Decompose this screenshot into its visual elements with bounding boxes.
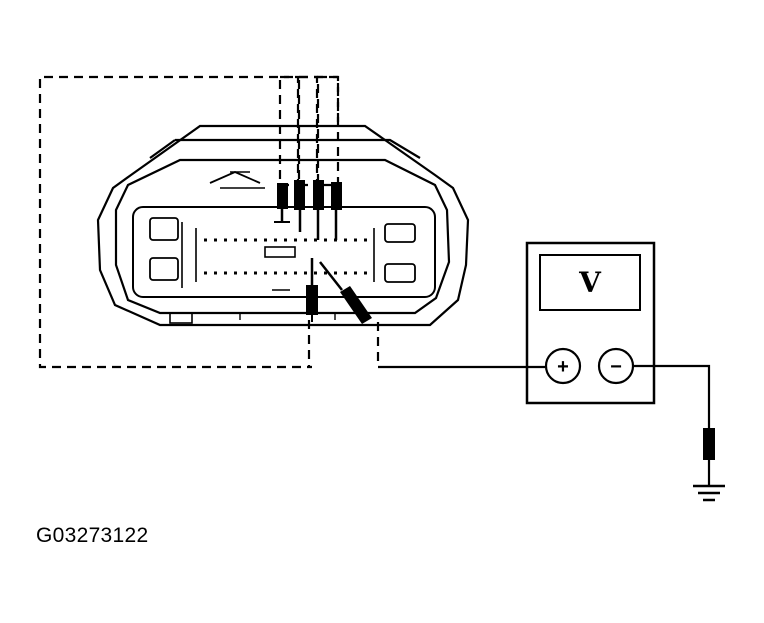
- harness-outline-dashed: [38, 75, 380, 369]
- test-probe-icon: [331, 182, 342, 240]
- figure-id: G03273122: [36, 524, 149, 547]
- negative-lead-wire: [633, 364, 711, 428]
- test-probe-icon: [294, 180, 305, 232]
- meter-test-probes: [306, 258, 372, 324]
- positive-terminal-label: +: [557, 356, 569, 378]
- voltmeter: [525, 241, 656, 405]
- test-probe-icon: [313, 180, 324, 240]
- test-probe-icon: [319, 261, 372, 324]
- test-probe-icon: [306, 258, 318, 322]
- meter-display-label: V: [578, 266, 602, 299]
- negative-terminal-label: −: [610, 356, 622, 378]
- test-probe-icon: [274, 183, 290, 223]
- positive-terminal: [544, 347, 582, 385]
- ground-probe: [703, 428, 715, 485]
- meter-display: [539, 254, 641, 311]
- ground-symbol-icon: [693, 484, 725, 502]
- connector-housing: [96, 124, 470, 327]
- back-probe-pins: [274, 180, 342, 240]
